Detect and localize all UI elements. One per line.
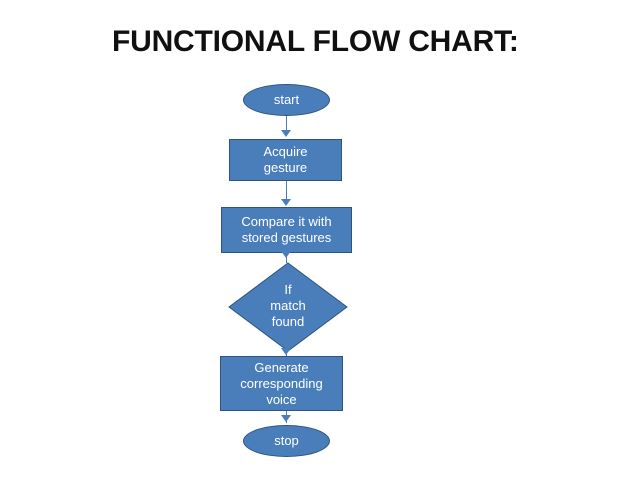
flow-node-decision-if-match-found[interactable]: If match found — [228, 262, 348, 352]
flow-node-compare-gestures[interactable]: Compare it with stored gestures — [221, 207, 352, 253]
page-title: FUNCTIONAL FLOW CHART: — [112, 25, 519, 58]
flow-node-start-label: start — [273, 92, 300, 107]
connector-start-to-acquire-arrowhead — [281, 130, 291, 137]
flow-node-decision-label: If match found — [270, 282, 306, 329]
flow-node-acquire-gesture-label: Acquire gesture — [263, 144, 308, 175]
connector-acquire-to-compare-arrowhead — [281, 199, 291, 206]
connector-compare-to-decision-arrowhead — [281, 251, 291, 258]
connector-decision-to-generate-arrowhead — [281, 348, 291, 355]
connector-compare-to-decision-line — [286, 253, 287, 263]
connector-generate-to-stop-arrowhead — [281, 415, 291, 422]
connector-start-to-acquire-line — [286, 116, 287, 133]
flow-node-generate-voice-label: Generate corresponding voice — [240, 359, 323, 407]
flow-node-stop[interactable]: stop — [243, 425, 330, 457]
flow-node-compare-gestures-label: Compare it with stored gestures — [241, 214, 332, 245]
flow-node-stop-label: stop — [274, 433, 299, 448]
flow-node-start[interactable]: start — [243, 84, 330, 116]
flow-node-acquire-gesture[interactable]: Acquire gesture — [229, 139, 342, 181]
flow-node-generate-voice[interactable]: Generate corresponding voice — [220, 356, 343, 411]
connector-acquire-to-compare-line — [286, 181, 287, 203]
